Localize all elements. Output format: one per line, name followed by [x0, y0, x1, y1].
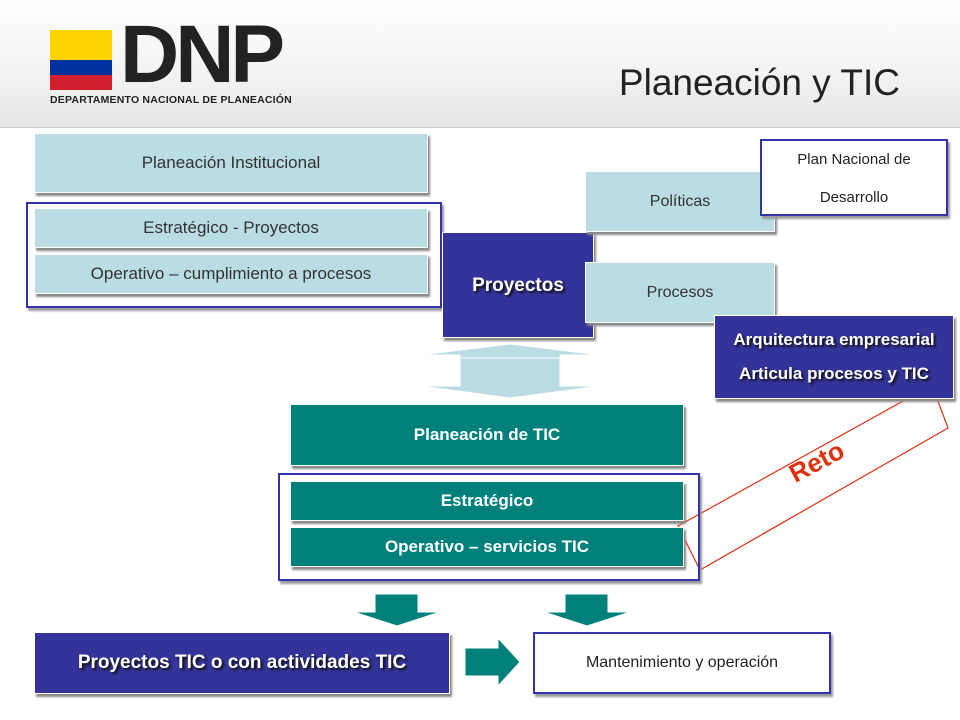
proyectos-box: Proyectos [442, 232, 594, 338]
colombia-flag-icon [50, 30, 112, 90]
right-arrow-icon [464, 636, 521, 688]
operativo-procesos-box: Operativo – cumplimiento a procesos [34, 254, 428, 294]
header-banner: DNP DEPARTAMENTO NACIONAL DE PLANEACIÓN … [0, 0, 960, 128]
down-arrow-icon [543, 593, 631, 627]
tic-group-outline [278, 473, 700, 581]
plan-nacional-box: Plan Nacional de Desarrollo [760, 139, 948, 216]
mantenimiento-box: Mantenimiento y operación [533, 632, 831, 694]
reto-frame [677, 384, 949, 571]
left-group-outline [26, 202, 442, 308]
page-title: Planeación y TIC [618, 62, 900, 103]
arquitectura-line2: Articula procesos y TIC [739, 364, 929, 383]
proyectos-tic-box: Proyectos TIC o con actividades TIC [34, 632, 450, 694]
logo-text: DNP [120, 9, 285, 100]
planeacion-institucional-box: Planeación Institucional [34, 133, 428, 193]
down-arrow-icon [353, 593, 441, 627]
operativo-servicios-box: Operativo – servicios TIC [290, 527, 684, 567]
arquitectura-box: Arquitectura empresarial Articula proces… [714, 315, 954, 399]
planeacion-tic-box: Planeación de TIC [290, 404, 684, 466]
plan-nacional-line2: Desarrollo [819, 189, 889, 206]
politicas-box: Políticas [585, 171, 775, 232]
estrategico-proyectos-box: Estratégico - Proyectos [34, 208, 428, 248]
logo-subtitle: DEPARTAMENTO NACIONAL DE PLANEACIÓN [50, 94, 292, 106]
arquitectura-line1: Arquitectura empresarial [733, 330, 935, 349]
procesos-box: Procesos [585, 262, 775, 323]
double-arrow-icon [419, 343, 601, 399]
estrategico-box: Estratégico [290, 481, 684, 521]
plan-nacional-line1: Plan Nacional de [797, 151, 911, 168]
